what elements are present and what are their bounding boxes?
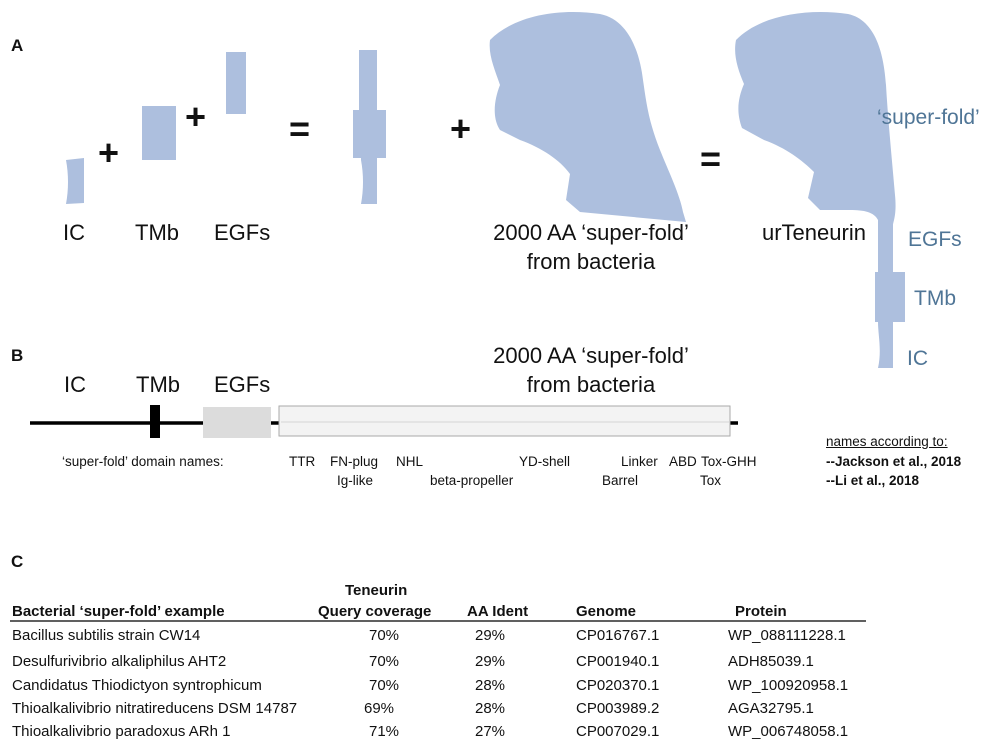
table-cell-genome: CP016767.1 <box>576 627 660 644</box>
annotation-tmb: TMb <box>914 287 956 310</box>
table-cell-example: Bacillus subtilis strain CW14 <box>12 627 201 644</box>
label-superfold-line1: 2000 AA ‘super-fold’ <box>493 220 689 245</box>
urteneurin-shape <box>735 11 905 368</box>
legend-ref-1: --Jackson et al., 2018 <box>826 454 962 469</box>
table-cell-genome: CP003989.2 <box>576 700 660 717</box>
label-urteneurin: urTeneurin <box>762 220 866 245</box>
table-header-protein: Protein <box>735 603 787 620</box>
panel-label-b: B <box>11 346 24 365</box>
egfs-domain <box>203 407 271 438</box>
plus-sign-3: + <box>450 108 472 149</box>
panel-label-a: A <box>11 36 24 55</box>
table-cell-coverage: 69% <box>364 700 395 717</box>
panel-label-c: C <box>11 552 24 571</box>
table-cell-example: Candidatus Thiodictyon syntrophicum <box>12 677 262 694</box>
legend-title: names according to: <box>826 434 948 449</box>
table-cell-ident: 28% <box>475 677 506 694</box>
domain-linker: Linker <box>621 454 658 469</box>
table-cell-genome: CP007029.1 <box>576 723 660 740</box>
annotation-superfold: ‘super-fold’ <box>877 106 980 129</box>
equals-sign-1: = <box>289 108 311 149</box>
legend-ref-2: --Li et al., 2018 <box>826 473 920 488</box>
table-cell-coverage: 70% <box>369 627 400 644</box>
b-label-ic: IC <box>64 372 86 397</box>
ic-shape <box>66 158 84 204</box>
domain-barrel: Barrel <box>602 473 639 488</box>
label-tmb: TMb <box>135 220 179 245</box>
domain-nhl: NHL <box>396 454 424 469</box>
label-ic: IC <box>63 220 85 245</box>
plus-sign-2: + <box>185 96 207 137</box>
domain-yd-shell: YD-shell <box>519 454 571 469</box>
table-cell-protein: WP_006748058.1 <box>728 723 849 740</box>
plus-sign-1: + <box>98 132 120 173</box>
table-cell-protein: WP_100920958.1 <box>728 677 849 694</box>
table-cell-ident: 29% <box>475 653 506 670</box>
equals-sign-2: = <box>700 138 722 179</box>
b-label-tmb: TMb <box>136 372 180 397</box>
label-egfs: EGFs <box>214 220 271 245</box>
domain-abd: ABD <box>669 454 697 469</box>
table-cell-ident: 28% <box>475 700 506 717</box>
table-cell-genome: CP001940.1 <box>576 653 660 670</box>
table-header-ident: AA Ident <box>467 603 529 620</box>
table-cell-example: Desulfurivibrio alkaliphilus AHT2 <box>12 653 227 670</box>
domain-tox-ghh: Tox-GHH <box>701 454 757 469</box>
annotation-egfs: EGFs <box>908 228 962 251</box>
table-cell-coverage: 70% <box>369 677 400 694</box>
table-cell-example: Thioalkalivibrio paradoxus ARh 1 <box>12 723 231 740</box>
table-cell-protein: ADH85039.1 <box>728 653 814 670</box>
annotation-ic: IC <box>907 347 928 370</box>
domain-beta-propeller: beta-propeller <box>430 473 514 488</box>
panel-a-shapes <box>66 11 905 368</box>
table-cell-example: Thioalkalivibrio nitratireducens DSM 147… <box>12 700 298 717</box>
panel-b-diagram <box>30 405 738 438</box>
egfs-shape <box>226 52 246 114</box>
table-cell-protein: WP_088111228.1 <box>728 627 846 644</box>
table-cell-coverage: 70% <box>369 653 400 670</box>
domain-ttr: TTR <box>289 454 316 469</box>
tmb-shape <box>142 106 176 160</box>
domain-names-label: ‘super-fold’ domain names: <box>62 454 224 469</box>
table-header-genome: Genome <box>576 603 637 620</box>
table-header-coverage: Query coverage <box>318 603 432 620</box>
table-header-teneurin: Teneurin <box>345 582 408 599</box>
table-header-example: Bacterial ‘super-fold’ example <box>12 603 225 620</box>
table-cell-ident: 27% <box>475 723 506 740</box>
table-cell-protein: AGA32795.1 <box>728 700 814 717</box>
superfold-shape <box>489 11 686 223</box>
b-label-egfs: EGFs <box>214 372 271 397</box>
b-label-superfold-line1: 2000 AA ‘super-fold’ <box>493 343 689 368</box>
tmb-bar <box>150 405 160 438</box>
combined-small-shape <box>353 50 386 204</box>
label-superfold-line2: from bacteria <box>526 249 656 274</box>
domain-ig-like: Ig-like <box>337 473 374 488</box>
b-label-superfold-line2: from bacteria <box>526 372 656 397</box>
table-cell-coverage: 71% <box>369 723 400 740</box>
domain-tox: Tox <box>700 473 722 488</box>
table-cell-genome: CP020370.1 <box>576 677 660 694</box>
domain-fn-plug: FN-plug <box>330 454 379 469</box>
table-cell-ident: 29% <box>475 627 506 644</box>
